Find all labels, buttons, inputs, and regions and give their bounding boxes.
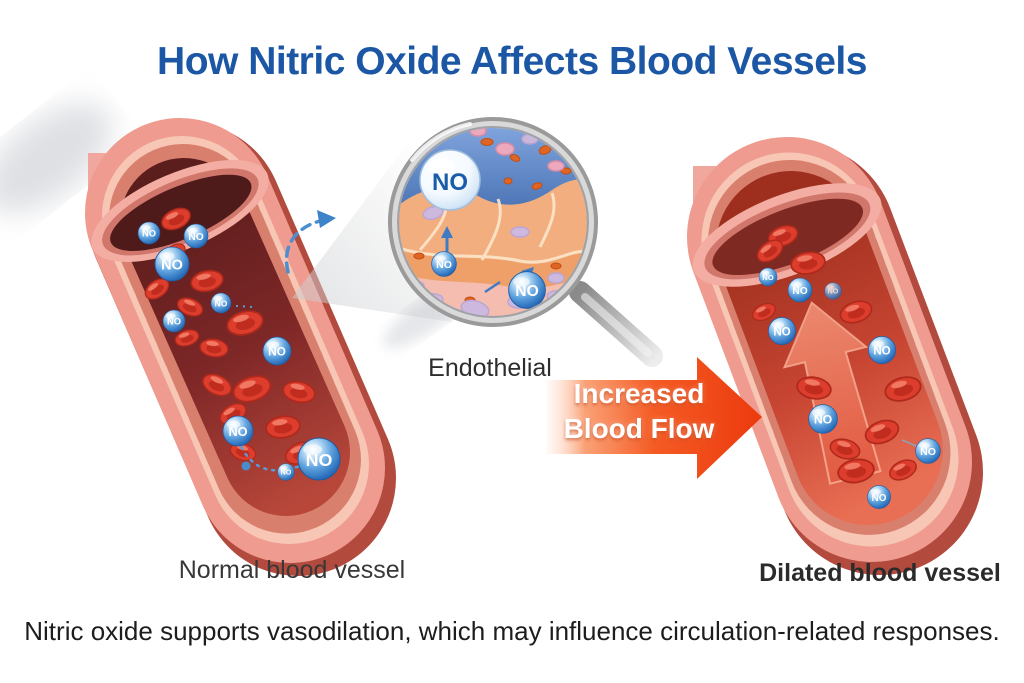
- no-molecule: [808, 404, 838, 434]
- no-molecule: [297, 437, 341, 481]
- caption-text: Nitric oxide supports vasodilation, whic…: [24, 616, 1000, 646]
- no-molecule: [868, 336, 896, 364]
- no-molecule: [154, 246, 190, 282]
- magnifier-handle-highlight: [581, 293, 652, 357]
- no-molecule: [824, 282, 842, 300]
- page-title: How Nitric Oxide Affects Blood Vessels: [157, 40, 867, 83]
- magnifier-content: [399, 128, 587, 316]
- dilated-vessel-illustration: [607, 79, 983, 575]
- no-molecule: [162, 309, 186, 333]
- zoom-dashed-arrow: [284, 210, 336, 274]
- normal-vessel-illustration: [7, 70, 396, 576]
- blood-flow-arrow-label-line1: Increased: [573, 378, 705, 409]
- no-molecule: [277, 463, 295, 481]
- no-molecule: [758, 267, 778, 287]
- no-molecule: [137, 221, 161, 245]
- blood-flow-arrow: [546, 357, 762, 479]
- magnifier-glass-highlight: [410, 122, 472, 162]
- magnifier-rim-edge: [397, 126, 589, 318]
- no-molecule: [867, 485, 891, 509]
- dilated-vessel-label: Dilated blood vessel: [759, 559, 1001, 587]
- no-path-dots: [236, 438, 318, 472]
- blood-flow-arrow-label: Increased Blood Flow: [564, 376, 715, 446]
- endothelial-label: Endothelial: [428, 354, 552, 382]
- no-molecule: [431, 251, 457, 277]
- no-molecule: [262, 336, 292, 366]
- no-molecule: [915, 438, 941, 464]
- no-path-dots: [221, 304, 253, 308]
- no-molecule: [222, 415, 254, 447]
- no-path-dot: [241, 461, 251, 471]
- no-molecule: [210, 292, 232, 314]
- vessel-lumen: [120, 158, 350, 516]
- normal-vessel-label: Normal blood vessel: [178, 556, 406, 584]
- no-molecule: [768, 317, 796, 345]
- magnifier-inset: [383, 117, 663, 367]
- no-molecule: [508, 271, 546, 309]
- no-molecule: [419, 149, 481, 211]
- blood-flow-arrow-label-line2: Blood Flow: [563, 413, 715, 444]
- no-molecule: [787, 277, 813, 303]
- no-molecule: [183, 223, 209, 249]
